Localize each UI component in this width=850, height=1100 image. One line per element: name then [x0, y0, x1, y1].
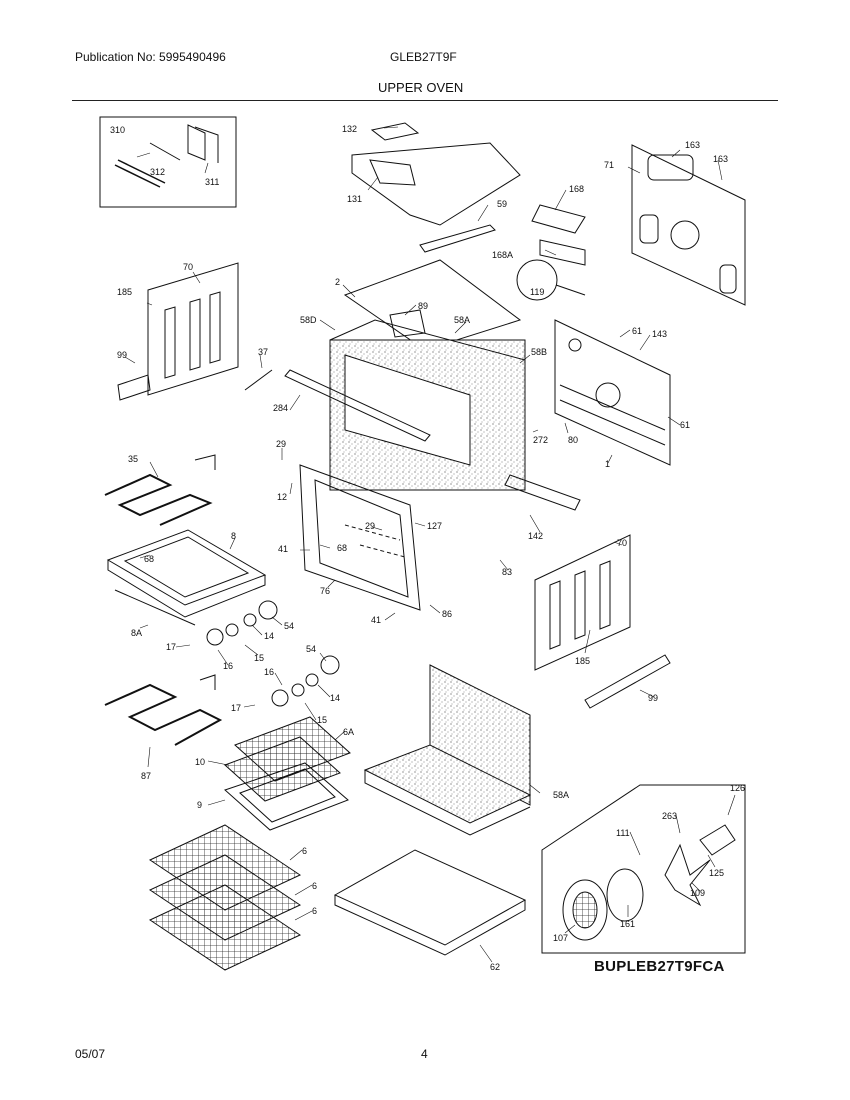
part-label: 109 [690, 888, 705, 898]
page-number: 4 [421, 1047, 428, 1061]
part-label: 61 [632, 326, 642, 336]
part-label: 71 [604, 160, 614, 170]
part-label: 6 [312, 881, 317, 891]
part-label: 17 [231, 703, 241, 713]
part-label: 15 [317, 715, 327, 725]
part-label: 111 [616, 828, 630, 838]
part-label: 29 [276, 439, 286, 449]
part-label: 107 [553, 933, 568, 943]
part-label: 58B [531, 347, 547, 357]
inset-box-convection-fan [541, 784, 746, 954]
part-label: 263 [662, 811, 677, 821]
part-label: 76 [320, 586, 330, 596]
part-label: 41 [371, 615, 381, 625]
part-label: 6 [302, 846, 307, 856]
part-label: 119 [530, 287, 544, 297]
part-label: 16 [264, 667, 274, 677]
part-label: 29 [365, 521, 375, 531]
section-title: UPPER OVEN [378, 80, 464, 95]
part-label: 86 [442, 609, 452, 619]
part-label: 311 [205, 177, 219, 187]
diagram-code: BUPLEB27T9FCA [594, 958, 725, 975]
part-label: 61 [680, 420, 690, 430]
part-label: 16 [223, 661, 233, 671]
part-label: 284 [273, 403, 288, 413]
part-label: 143 [652, 329, 667, 339]
part-label: 87 [141, 771, 151, 781]
part-label: 131 [347, 194, 362, 204]
part-label: 142 [528, 531, 543, 541]
part-label: 58A [454, 315, 470, 325]
part-label: 14 [264, 631, 274, 641]
part-label: 68 [337, 543, 347, 553]
part-label: 168 [569, 184, 584, 194]
part-label: 15 [254, 653, 264, 663]
part-label: 54 [284, 621, 294, 631]
part-label: 312 [150, 167, 165, 177]
exploded-parts-diagram: 310 312 311 132 131 59 163 163 71 168 16… [99, 116, 746, 972]
part-label: 9 [197, 800, 202, 810]
publication-number: Publication No: 5995490496 [75, 50, 226, 64]
part-label: 58A [553, 790, 569, 800]
part-label: 132 [342, 124, 357, 134]
part-label: 99 [117, 350, 127, 360]
part-label: 83 [502, 567, 512, 577]
part-label: 8 [231, 531, 236, 541]
part-label: 37 [258, 347, 268, 357]
part-label: 168A [492, 250, 513, 260]
part-label: 68 [144, 554, 154, 564]
part-label: 80 [568, 435, 578, 445]
part-label: 41 [278, 544, 288, 554]
part-label: 163 [713, 154, 728, 164]
part-label: 99 [648, 693, 658, 703]
footer-date: 05/07 [75, 1047, 106, 1061]
part-label: 58D [300, 315, 317, 325]
part-label: 17 [166, 642, 176, 652]
part-label: 89 [418, 301, 428, 311]
part-label: 10 [195, 757, 205, 767]
part-label: 6A [343, 727, 354, 737]
part-label: 14 [330, 693, 340, 703]
part-label: 310 [110, 125, 125, 135]
part-label: 35 [128, 454, 138, 464]
part-label: 62 [490, 962, 500, 972]
part-label: 163 [685, 140, 700, 150]
part-label: 54 [306, 644, 316, 654]
part-label: 8A [131, 628, 142, 638]
part-label: 272 [533, 435, 548, 445]
part-label: 185 [117, 287, 132, 297]
part-label: 70 [617, 538, 627, 548]
part-label: 126 [730, 783, 745, 793]
inset-box-310 [99, 116, 237, 208]
part-label: 185 [575, 656, 590, 666]
part-label: 127 [427, 521, 442, 531]
part-label: 59 [497, 199, 507, 209]
part-label: 12 [277, 492, 287, 502]
model-number: GLEB27T9F [390, 50, 457, 64]
part-label: 1 [605, 459, 610, 469]
part-label: 70 [183, 262, 193, 272]
part-label: 6 [312, 906, 317, 916]
part-label: 161 [620, 919, 635, 929]
part-label: 2 [335, 277, 340, 287]
part-label: 125 [709, 868, 724, 878]
header-rule [72, 100, 778, 101]
